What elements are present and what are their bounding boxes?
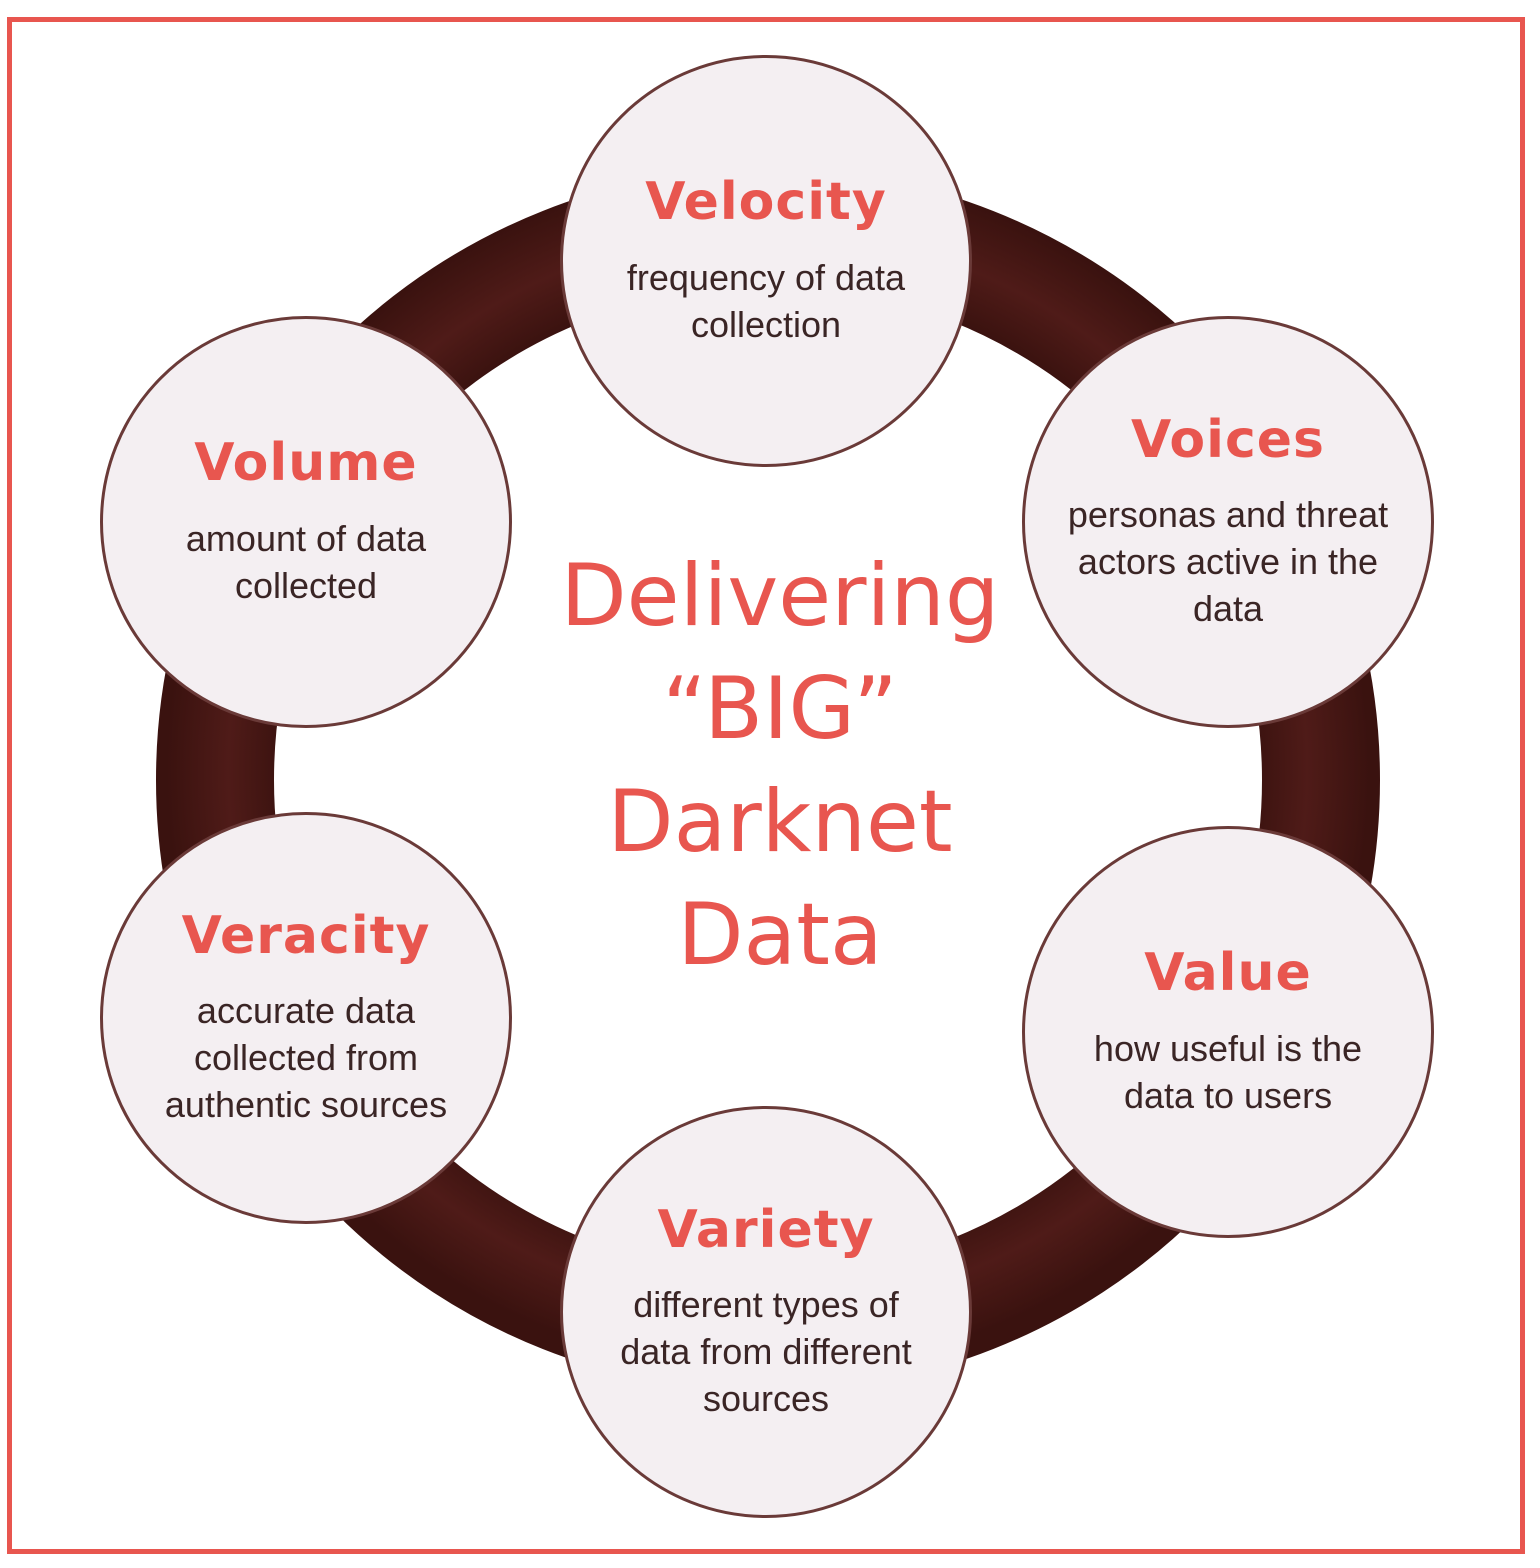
veracity-description: accurate data collected from authentic s…: [164, 990, 448, 1126]
value-node: Value how useful is the data to users: [1022, 826, 1434, 1238]
volume-description: amount of data collected: [185, 517, 427, 606]
volume-node: Volume amount of data collected: [100, 316, 512, 728]
value-title: Value: [1144, 943, 1312, 1004]
velocity-description: frequency of data collection: [626, 256, 906, 345]
velocity-node: Velocity frequency of data collection: [560, 55, 972, 467]
diagram-frame: [7, 17, 1525, 1554]
center-title-line-1: Delivering: [560, 546, 1000, 646]
veracity-node: Veracity accurate data collected from au…: [100, 812, 512, 1224]
center-title-line-4: Data: [677, 885, 883, 985]
voices-description: personas and threat actors active in the…: [1067, 494, 1389, 630]
voices-title: Voices: [1131, 409, 1325, 470]
variety-description: different types of data from different s…: [620, 1284, 912, 1420]
center-title-line-3: Darknet: [607, 772, 953, 872]
variety-node: Variety different types of data from dif…: [560, 1106, 972, 1518]
veracity-title: Veracity: [181, 905, 431, 966]
variety-title: Variety: [657, 1199, 875, 1260]
volume-title: Volume: [194, 433, 418, 494]
voices-node: Voices personas and threat actors active…: [1022, 316, 1434, 728]
center-title: Delivering “BIG” Darknet Data: [520, 540, 1040, 992]
velocity-title: Velocity: [645, 172, 887, 233]
value-description: how useful is the data to users: [1093, 1027, 1363, 1116]
center-title-line-2: “BIG”: [662, 659, 898, 759]
